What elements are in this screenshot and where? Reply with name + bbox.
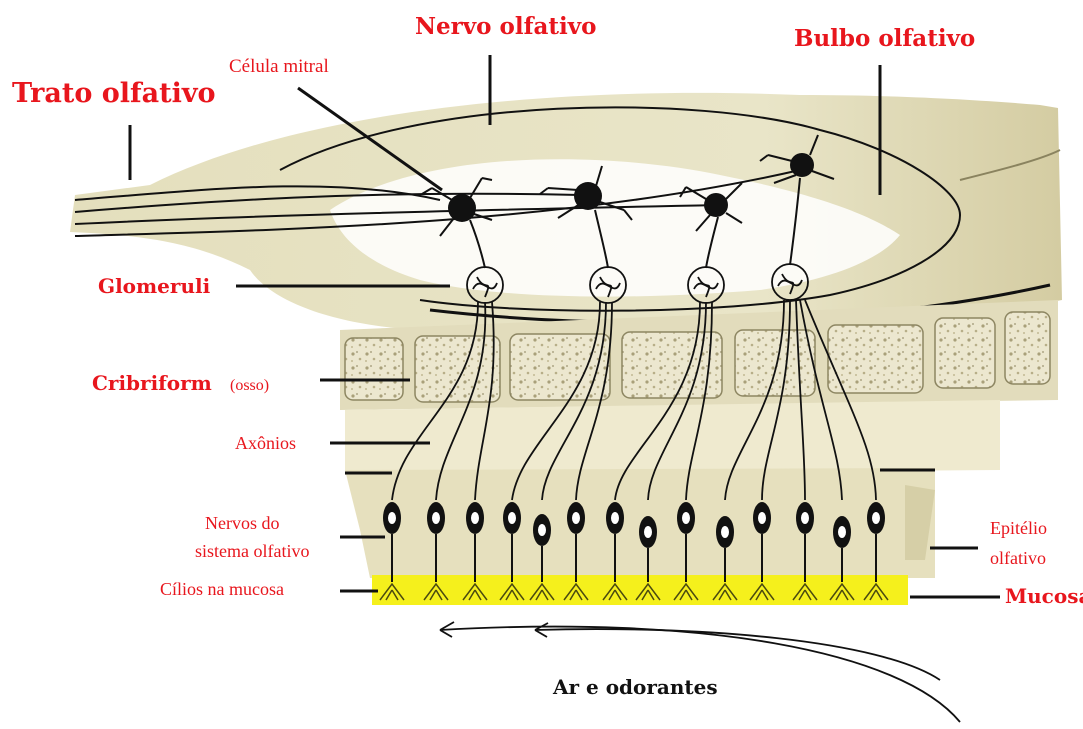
airflow-arrows [440, 622, 960, 722]
label-glomeruli: Glomeruli [98, 274, 211, 298]
label-axonios: Axônios [235, 433, 296, 453]
label-ar-odorantes: Ar e odorantes [552, 675, 718, 699]
label-trato-olfativo: Trato olfativo [12, 78, 216, 109]
label-cilios: Cílios na mucosa [160, 579, 284, 599]
label-nervos-line1: Nervos do [205, 513, 280, 533]
label-celula-mitral: Célula mitral [229, 56, 329, 77]
label-bulbo-olfativo: Bulbo olfativo [794, 25, 975, 52]
label-cribriform-osso: (osso) [230, 377, 269, 394]
label-epitelio-line1: Epitélio [990, 518, 1047, 538]
mucosa-band [372, 575, 908, 605]
label-mucosa: Mucosa [1005, 584, 1083, 608]
label-nervo-olfativo: Nervo olfativo [415, 13, 596, 40]
label-nervos-line2: sistema olfativo [195, 541, 309, 561]
label-cribriform: Cribriform [92, 371, 212, 395]
label-epitelio-line2: olfativo [990, 548, 1046, 568]
